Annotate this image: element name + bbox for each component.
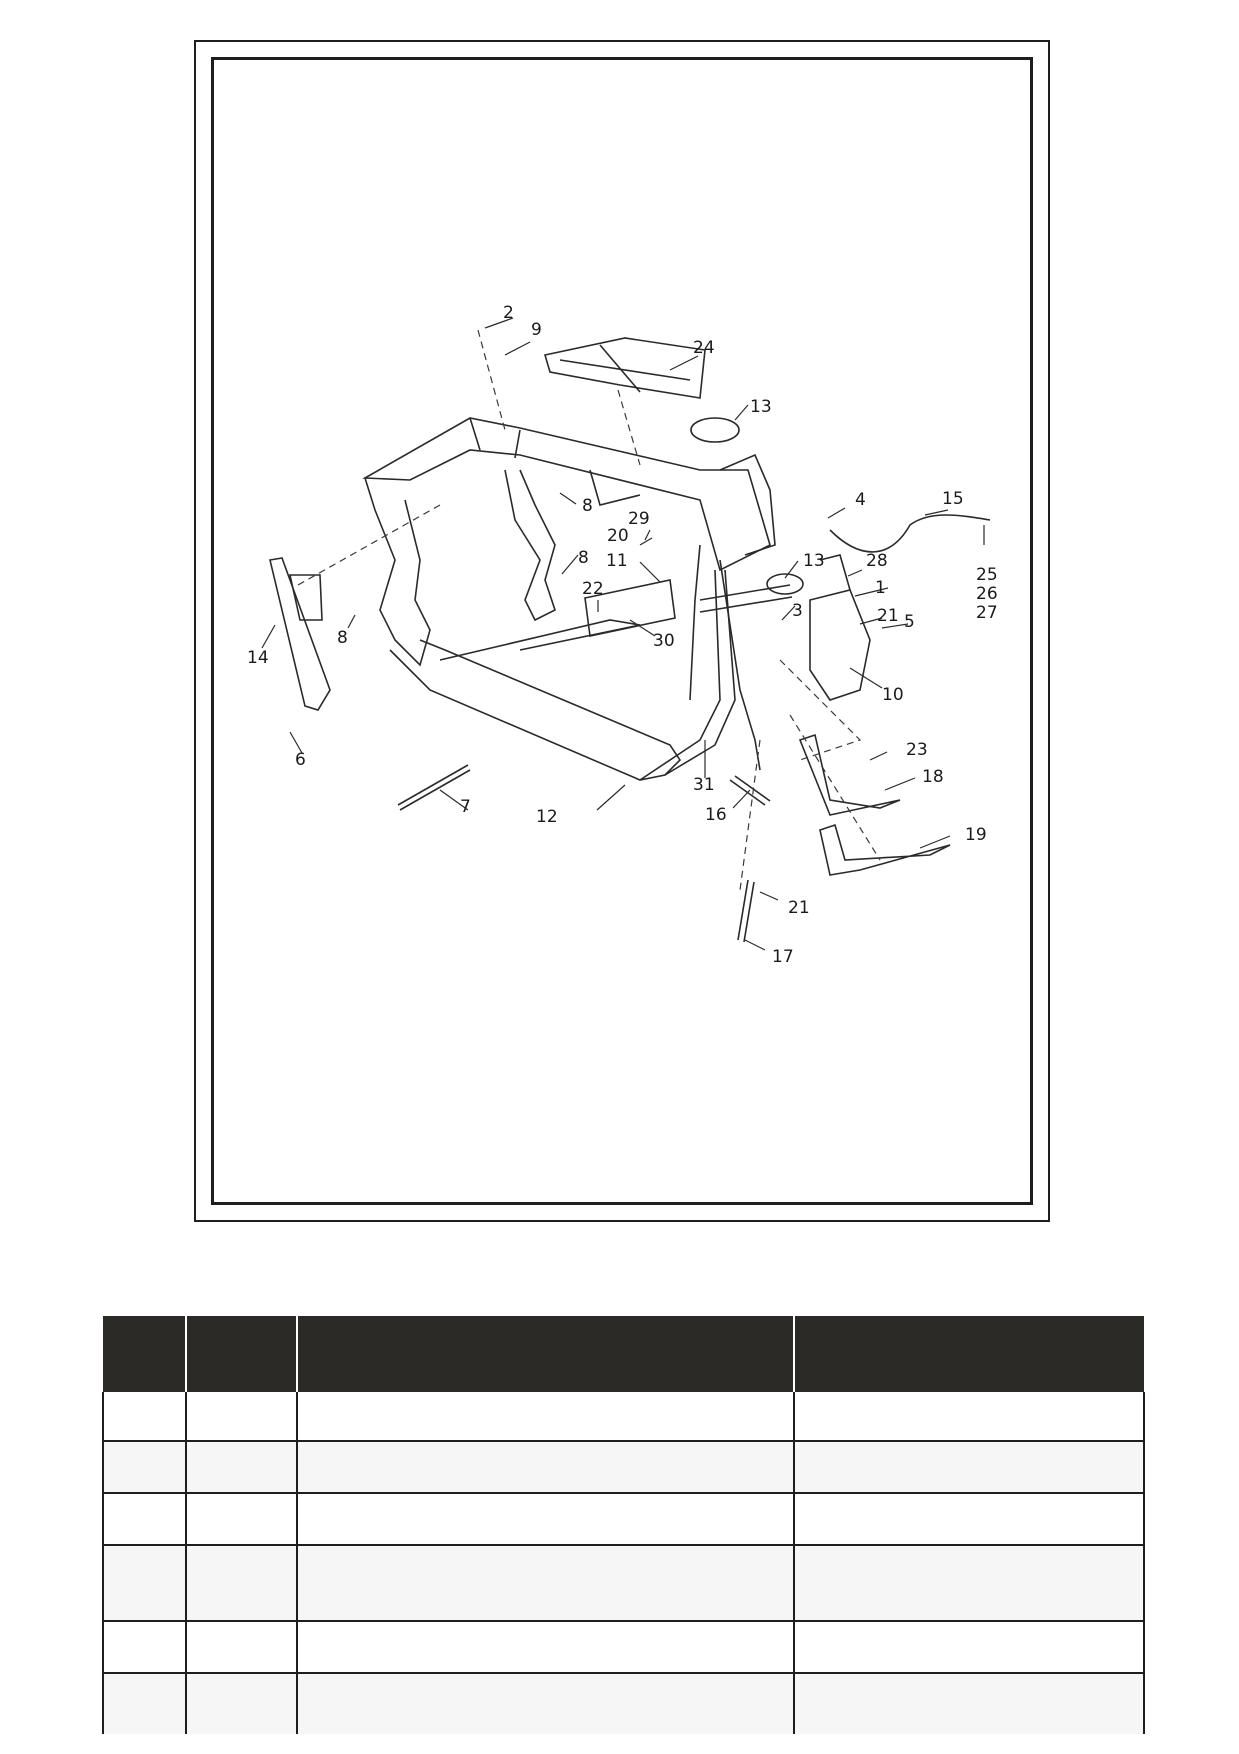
callout-label: 5 [904,612,915,632]
table-cell [102,1392,187,1442]
callout-label: 6 [295,750,306,770]
callout-label: 19 [965,825,987,845]
table-header-cell [794,1316,1144,1392]
table-row [102,1673,1145,1734]
callout-label: 7 [460,797,471,817]
callout-label: 17 [772,947,794,967]
table-cell [102,1673,187,1734]
callout-leaders [261,317,985,951]
table-header-cell [186,1316,298,1392]
table-header-row [103,1316,1144,1392]
callout-label: 4 [855,490,866,510]
callout-label: 8 [582,496,593,516]
callout-label: 23 [906,740,928,760]
callout-label: 31 [693,775,715,795]
frame-drawing [269,337,991,943]
table-row [102,1621,1145,1674]
callout-label: 12 [536,807,558,827]
callout-label: 13 [750,397,772,417]
callout-label: 15 [942,489,964,509]
callout-label: 25 [976,565,998,585]
table-cell [185,1392,298,1442]
table-row [102,1441,1145,1494]
diagram-outer-frame [194,40,1050,1222]
parts-table [102,1316,1145,1734]
assembly-lines [297,329,881,891]
table-cell [793,1621,1145,1674]
table-row [102,1545,1145,1622]
table-row [102,1392,1145,1442]
table-row [102,1493,1145,1546]
table-cell [296,1545,795,1622]
table-header-cell [297,1316,795,1392]
table-cell [185,1673,298,1734]
table-cell [102,1545,187,1622]
table-cell [102,1621,187,1674]
table-cell [185,1545,298,1622]
callout-label: 21 [877,606,899,626]
diagram-inner-frame [211,57,1033,1205]
table-cell [793,1392,1145,1442]
callout-label: 20 [607,526,629,546]
table-cell [296,1673,795,1734]
table-header-cell [103,1316,187,1392]
table-cell [102,1441,187,1494]
callout-label: 2 [503,303,514,323]
callout-label: 10 [882,685,904,705]
callout-label: 8 [578,548,589,568]
callout-label: 3 [792,601,803,621]
table-cell [185,1493,298,1546]
callout-label: 14 [247,648,269,668]
table-cell [793,1673,1145,1734]
callout-label: 21 [788,898,810,918]
callout-label: 18 [922,767,944,787]
callout-label: 9 [531,320,542,340]
callout-label: 13 [803,551,825,571]
callout-label: 26 [976,584,998,604]
table-cell [793,1441,1145,1494]
callout-label: 24 [693,338,715,358]
callout-label: 28 [866,551,888,571]
table-cell [102,1493,187,1546]
callout-labels: 1 2 3 4 5 6 7 8 8 8 9 10 11 12 13 13 14 … [247,303,998,967]
table-cell [296,1493,795,1546]
table-cell [296,1392,795,1442]
table-cell [185,1441,298,1494]
callout-label: 30 [653,631,675,651]
table-cell [793,1493,1145,1546]
callout-label: 27 [976,603,998,623]
callout-label: 8 [337,628,348,648]
table-cell [296,1621,795,1674]
callout-label: 16 [705,805,727,825]
table-cell [296,1441,795,1494]
callout-label: 22 [582,579,604,599]
table-cell [793,1545,1145,1622]
table-cell [185,1621,298,1674]
callout-label: 1 [875,578,886,598]
callout-label: 11 [606,551,628,571]
callout-label: 29 [628,509,650,529]
